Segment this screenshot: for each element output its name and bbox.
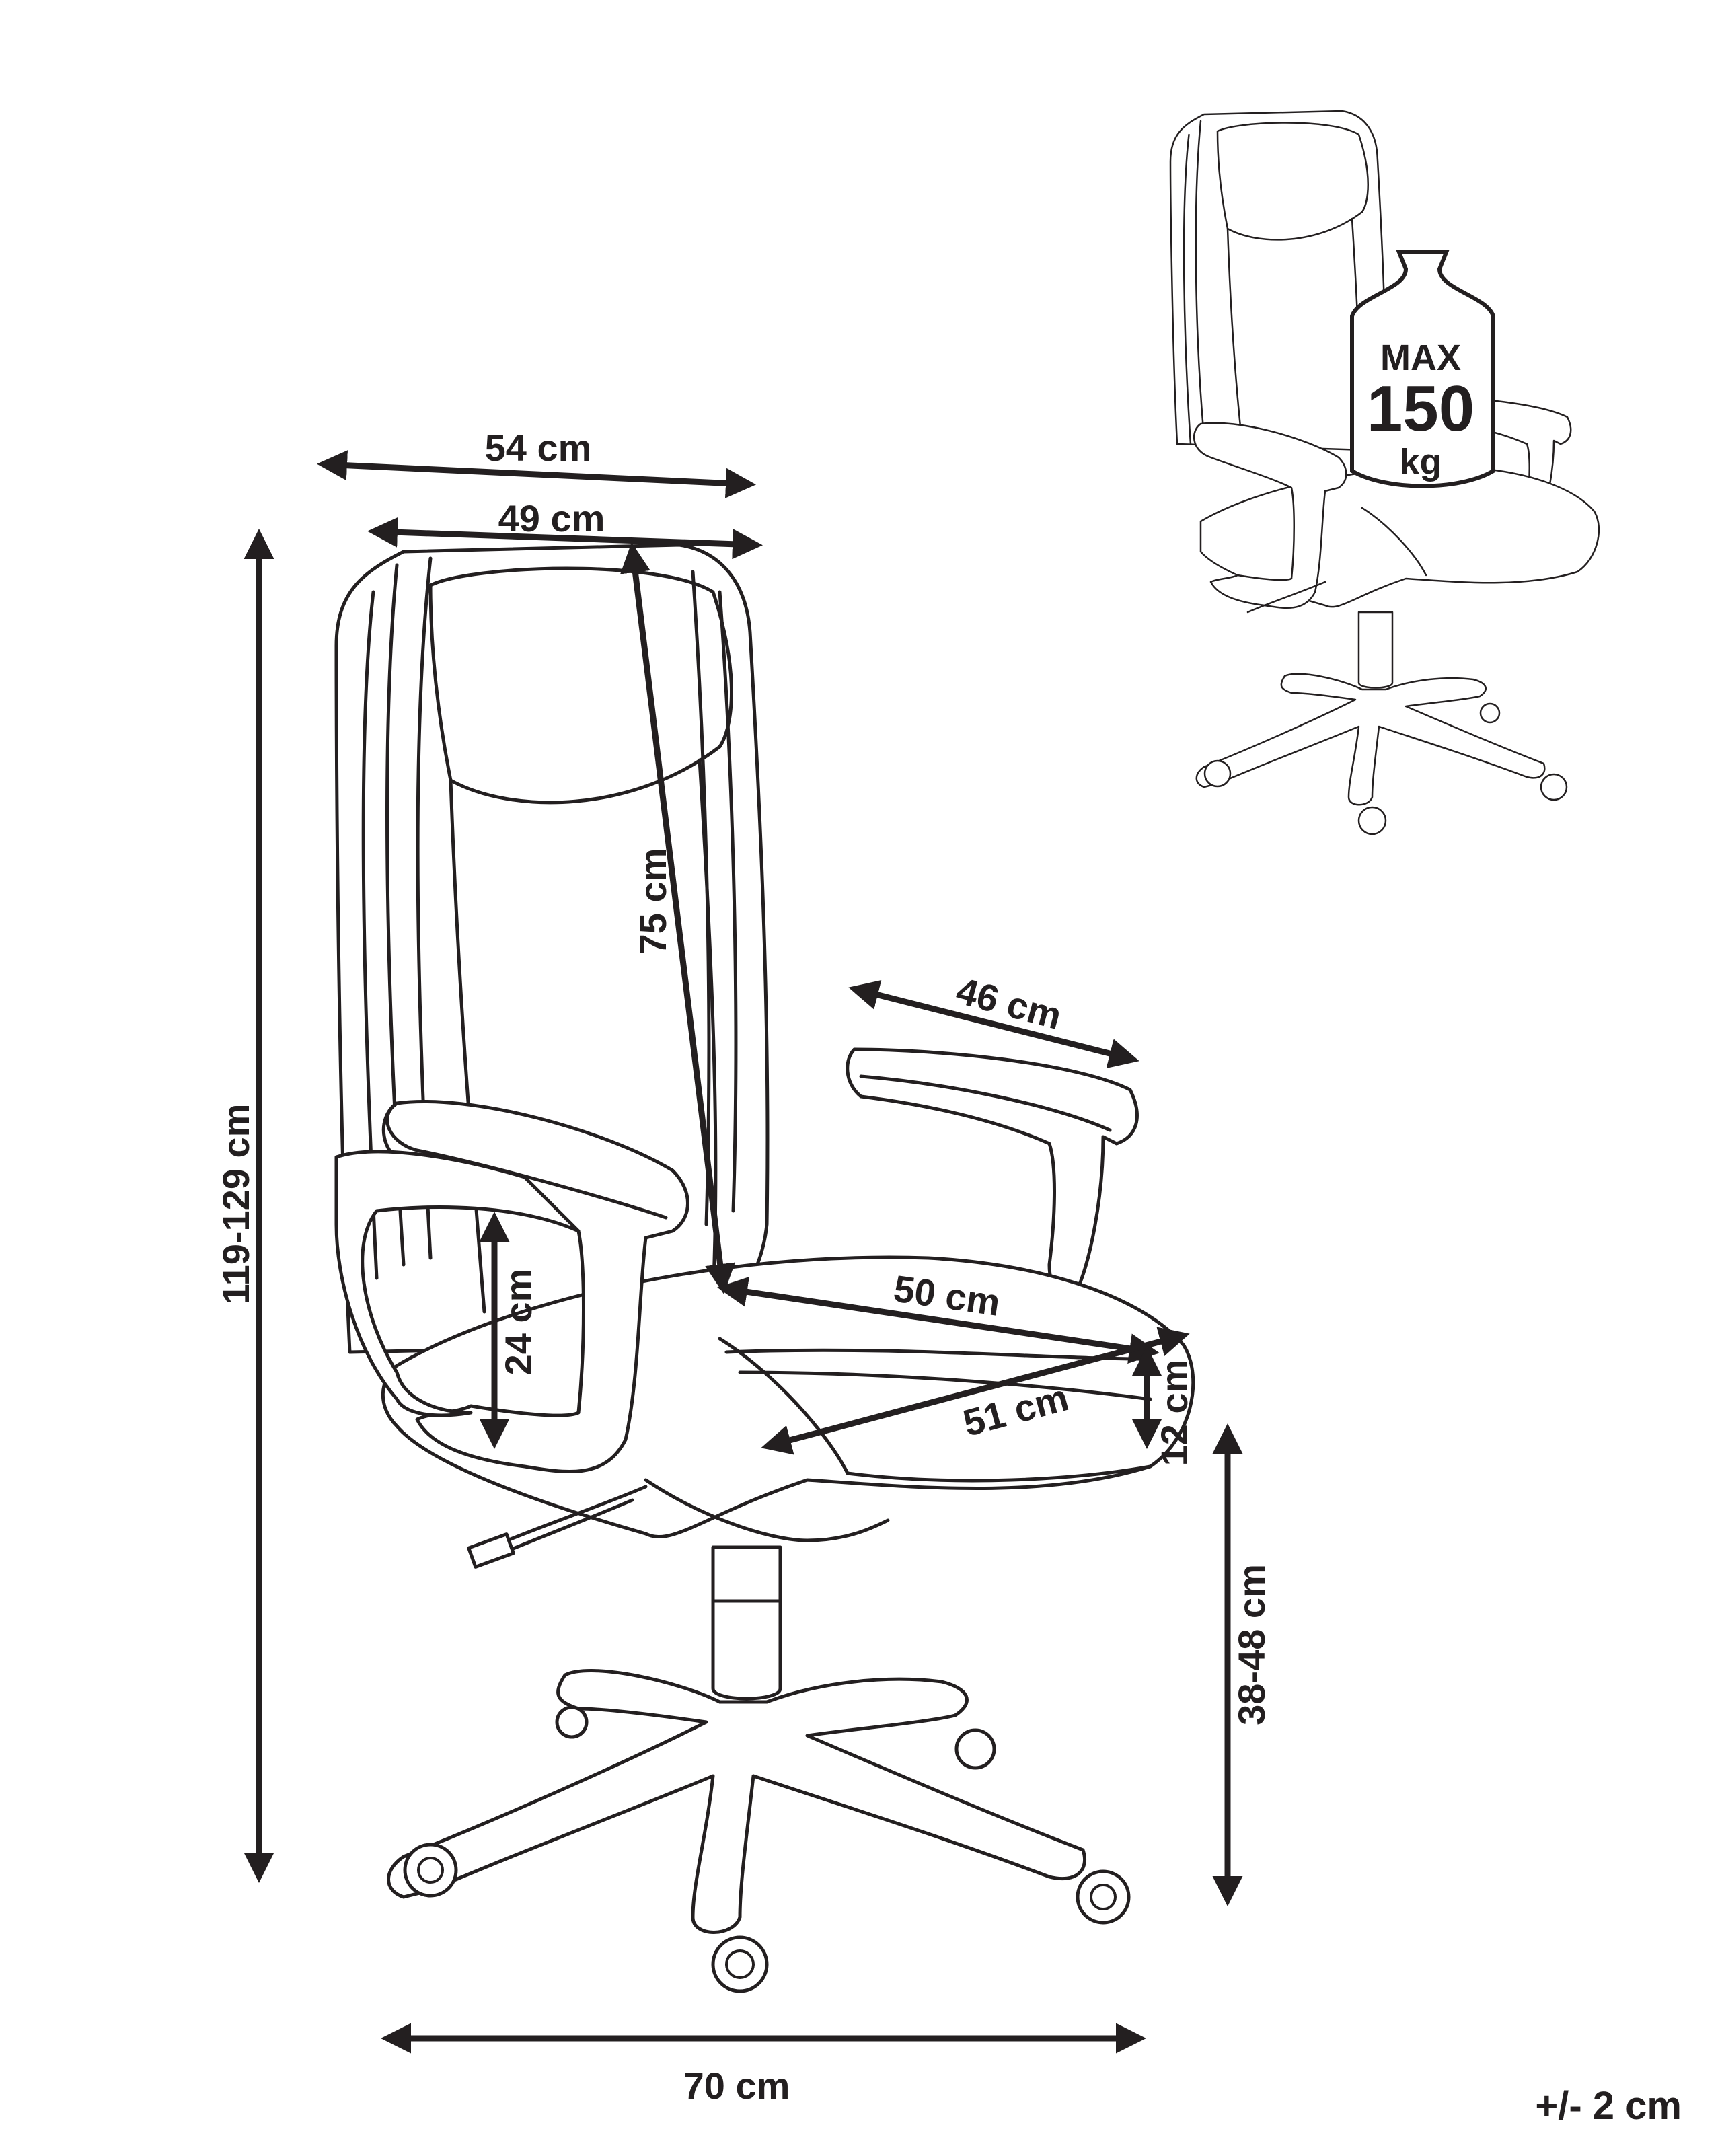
dim-armrest-length	[848, 980, 1139, 1068]
tolerance-note: +/- 2 cm	[1535, 2084, 1682, 2128]
dim-seat-width	[761, 1327, 1190, 1455]
label-overall-width: 54 cm	[485, 426, 592, 469]
dim-overall-width	[317, 450, 756, 498]
chair-base	[387, 1669, 1087, 1934]
weight-icon: MAX 150 kg	[1350, 250, 1495, 488]
dim-backrest-height	[620, 542, 735, 1294]
label-backrest-height: 75 cm	[632, 848, 674, 955]
label-seat-thickness: 12 cm	[1153, 1360, 1195, 1466]
weight-unit: kg	[1399, 442, 1442, 482]
label-total-height: 119-129 cm	[215, 1104, 257, 1305]
dimension-lines	[244, 450, 1243, 2054]
caster	[403, 1705, 1131, 1993]
chair-thumbnail	[1169, 110, 1600, 835]
label-armrest-height: 24 cm	[497, 1269, 539, 1376]
weight-value: 150	[1367, 373, 1474, 445]
chair-drawing	[334, 543, 1195, 1993]
weight-max-label: MAX	[1380, 338, 1461, 378]
label-seat-height: 38-48 cm	[1230, 1564, 1273, 1725]
label-backrest-width: 49 cm	[498, 497, 605, 540]
weight-bottle-shape	[1350, 250, 1495, 488]
label-base-width: 70 cm	[683, 2065, 790, 2107]
